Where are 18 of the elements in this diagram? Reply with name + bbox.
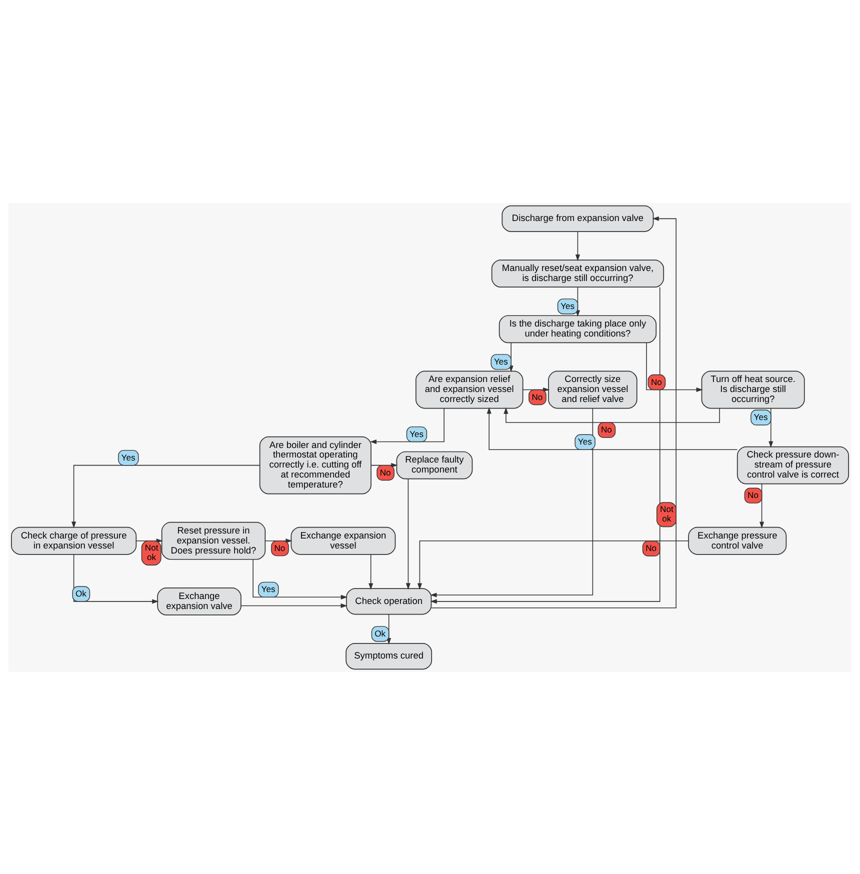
edge-label: Ok [374,628,386,638]
edge-label: Yes [494,356,508,366]
edge-label: Yes [754,412,768,422]
edge-label: Yes [121,452,136,462]
edge-label: Not ok [660,504,674,523]
edge-label: No [601,424,612,434]
edge-label: Yes [560,300,575,310]
edge-label: Yes [261,584,276,594]
edge-label: No [380,466,391,477]
edge-label: Not ok [144,542,158,562]
edge-label: Ok [75,588,86,598]
edge-label: Yes [410,428,424,438]
edge-label: No [532,391,543,402]
edge-label: Yes [578,436,592,446]
edge-label: No [646,542,657,553]
edge-label: No [651,376,662,386]
edge-label: No [748,490,758,500]
edge-label: No [274,542,286,552]
